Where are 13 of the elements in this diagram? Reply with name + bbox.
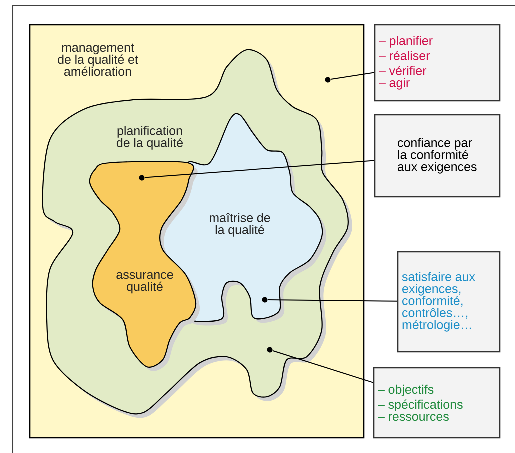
region-label: maîtrise de la qualité (210, 213, 270, 237)
leader-line (267, 300, 398, 302)
note-box: satisfaire aux exigences, conformité, contrôles…, métrologie… (397, 251, 501, 353)
note-box: – planifier – réaliser – vérifier – agir (374, 24, 501, 102)
leader-line (272, 350, 374, 384)
region-blob (89, 161, 200, 372)
note-box: confiance par la conformité aux exigences (374, 114, 501, 198)
region-label: management de la qualité et amélioration (58, 44, 138, 76)
note-box: – objectifs – spécifications – ressources (373, 367, 501, 439)
region-label: assurance qualité (116, 272, 174, 294)
leader-line (144, 160, 375, 178)
leader-line (330, 72, 375, 80)
region-label: planification de la qualité (116, 126, 183, 150)
